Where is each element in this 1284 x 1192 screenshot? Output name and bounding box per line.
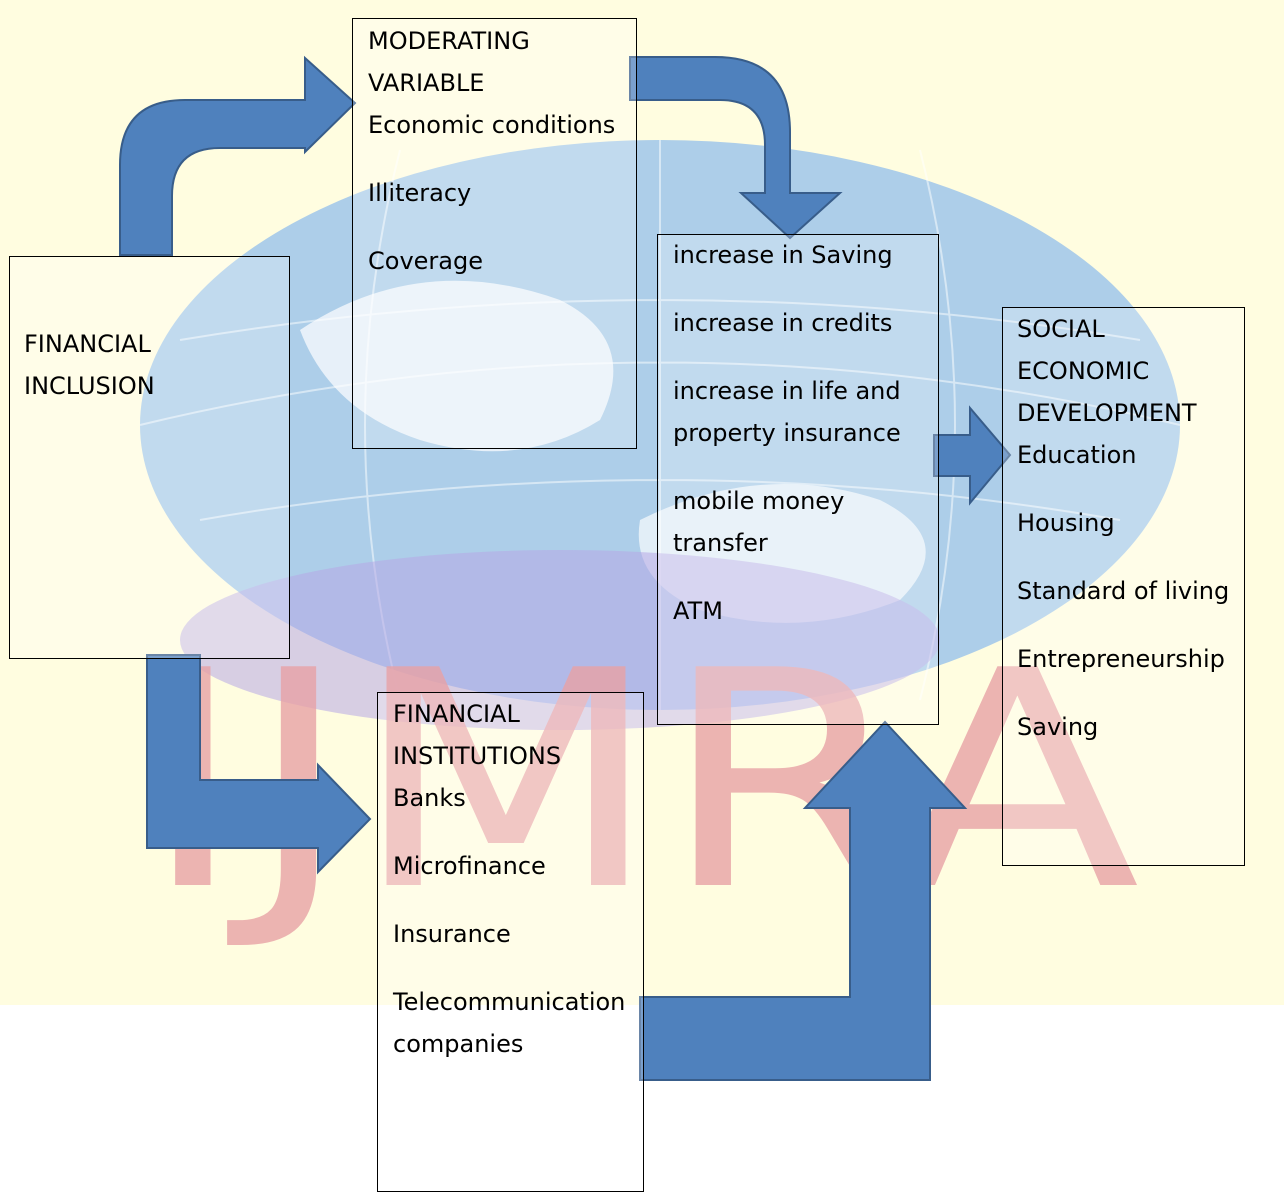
outcome-item: increase in Saving [673,241,893,269]
institution-item: Banks [393,784,466,812]
watermark-globe-grid [139,140,1181,710]
outcomes-box: increase in Saving increase in credits i… [657,234,939,725]
financial-inclusion-title: FINANCIAL INCLUSION [24,330,155,400]
moderating-item: Illiteracy [368,179,472,207]
outcome-item: increase in credits [673,309,893,337]
development-item: Housing [1017,509,1115,537]
arrow-inclusion-to-institutions [146,654,372,875]
development-title: SOCIAL ECONOMIC DEVELOPMENT [1017,315,1197,427]
institution-item: Telecommunication companies [393,988,626,1058]
development-item: Entrepreneurship [1017,645,1225,673]
development-item: Saving [1017,713,1099,741]
moderating-variable-box: MODERATING VARIABLE Economic conditions … [352,18,637,449]
moderating-item: Economic conditions [368,111,616,139]
arrow-inclusion-to-moderating [119,55,357,256]
outcome-item: mobile money transfer [673,487,845,557]
social-economic-development-box: SOCIAL ECONOMIC DEVELOPMENT Education Ho… [1002,307,1245,866]
financial-inclusion-box: FINANCIAL INCLUSION [9,256,290,659]
outcome-item: ATM [673,597,723,625]
institution-item: Microfinance [393,852,546,880]
outcome-item: increase in life and property insurance [673,377,901,447]
arrow-outcomes-to-development [933,405,1012,506]
development-item: Standard of living [1017,577,1230,605]
watermark-globe-land [300,280,614,452]
financial-institutions-box: FINANCIAL INSTITUTIONS Banks Microfinanc… [377,692,644,1192]
moderating-item: Coverage [368,247,483,275]
arrow-institutions-to-outcomes [639,720,968,1081]
arrow-moderating-to-outcomes [629,56,843,240]
moderating-variable-title: MODERATING VARIABLE [368,27,530,97]
watermark-globe-shadow [180,550,940,730]
institutions-title: FINANCIAL INSTITUTIONS [393,700,562,770]
development-item: Education [1017,441,1137,469]
institution-item: Insurance [393,920,511,948]
